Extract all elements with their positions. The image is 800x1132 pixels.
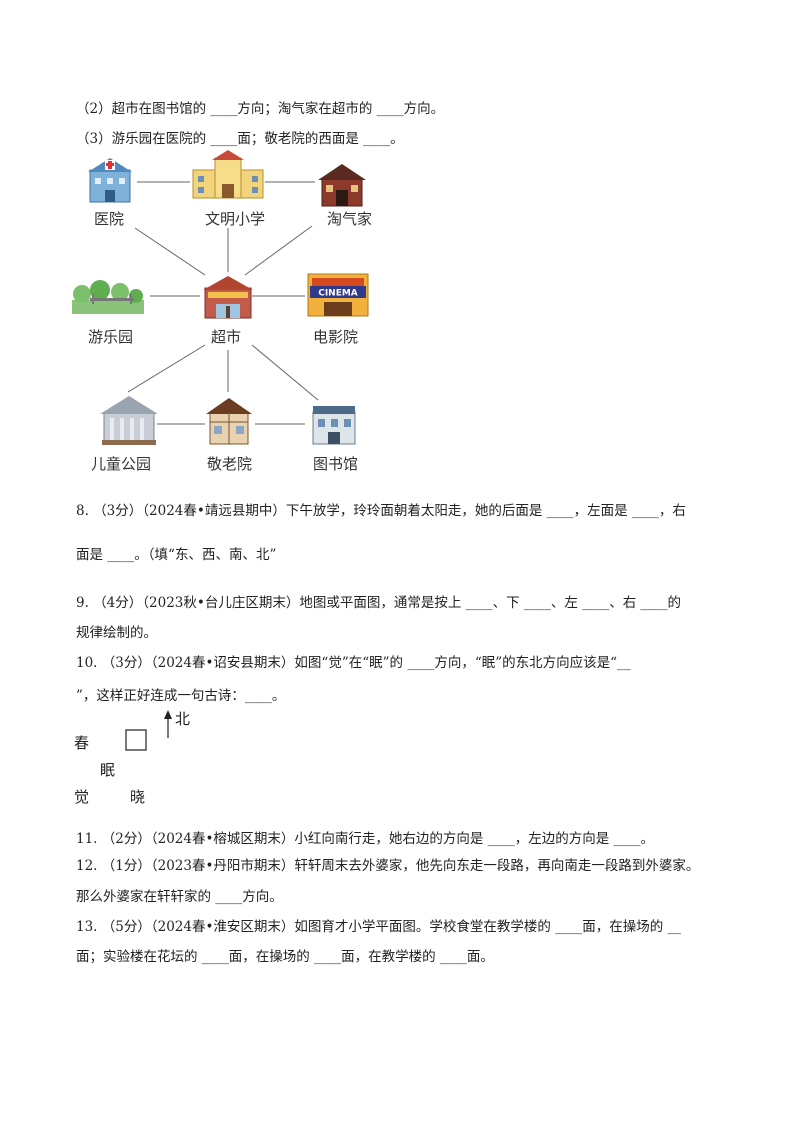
nursing-home-label: 敬老院 [207, 455, 253, 473]
question-13-line-1: 13. （5分）（2024春•淮安区期末）如图育才小学平面图。学校食堂在教学楼的… [76, 919, 682, 935]
jue-char: 觉 [74, 788, 90, 806]
question-7-part-2: （2）超市在图书馆的 ____方向；淘气家在超市的 ____方向。 [76, 101, 445, 117]
question-13-line-2: 面；实验楼在花坛的 ____面，在操场的 ____面，在教学楼的 ____面。 [76, 949, 494, 965]
children-park-building-icon [100, 396, 158, 445]
xiao-char: 晓 [130, 788, 146, 806]
question-9-line-1: 9. （4分）（2023秋•台儿庄区期末）地图或平面图，通常是按上 ____、下… [76, 595, 681, 611]
question-11: 11. （2分）（2024春•榕城区期末）小红向南行走，她右边的方向是 ____… [76, 831, 655, 847]
park-icon [72, 280, 144, 314]
question-10-line-2: ”，这样正好连成一句古诗：____。 [76, 688, 286, 704]
taoqi-home-label: 淘气家 [327, 210, 373, 228]
question-12-line-1: 12. （1分）（2023春•丹阳市期末）轩轩周末去外婆家，他先向东走一段路，再… [76, 858, 700, 874]
question-10-line-1: 10. （3分）（2024春•诏安县期末）如图“觉”在“眠”的 ____方向，“… [76, 655, 631, 671]
library-label: 图书馆 [313, 455, 359, 473]
cinema-label: 电影院 [313, 328, 359, 346]
chun-char: 春 [74, 734, 90, 752]
library-building-icon [312, 406, 356, 445]
hospital-label: 医院 [94, 210, 125, 228]
supermarket-label: 超市 [211, 328, 242, 346]
park-label: 游乐园 [88, 328, 134, 346]
map-connectors [127, 181, 319, 425]
supermarket-building-icon [203, 276, 253, 319]
cinema-building-icon: CINEMA [307, 273, 369, 317]
north-arrow-icon [125, 710, 172, 751]
question-7-part-3: （3）游乐园在医院的 ____面；敬老院的西面是 ____。 [76, 131, 404, 147]
blank-box [125, 729, 147, 751]
nursing-home-building-icon [206, 398, 252, 445]
question-10-figure: 北 春 眠 觉 晓 [70, 706, 200, 806]
school-building-icon [192, 150, 264, 199]
school-label: 文明小学 [205, 210, 266, 228]
question-9-line-2: 规律绘制的。 [76, 625, 157, 641]
cinema-sign-text: CINEMA [318, 289, 358, 299]
house-icon [318, 164, 366, 207]
question-8-line-1: 8. （3分）（2024春•靖远县期中）下午放学，玲玲面朝着太阳走，她的后面是 … [76, 503, 686, 519]
children-park-label: 儿童公园 [91, 455, 152, 473]
north-label: 北 [175, 710, 191, 728]
question-12-line-2: 那么外婆家在轩轩家的 ____方向。 [76, 889, 283, 905]
hospital-building-icon [88, 158, 132, 203]
mian-char: 眠 [100, 761, 116, 779]
question-8-line-2: 面是 ____。（填“东、西、南、北” [76, 547, 277, 563]
